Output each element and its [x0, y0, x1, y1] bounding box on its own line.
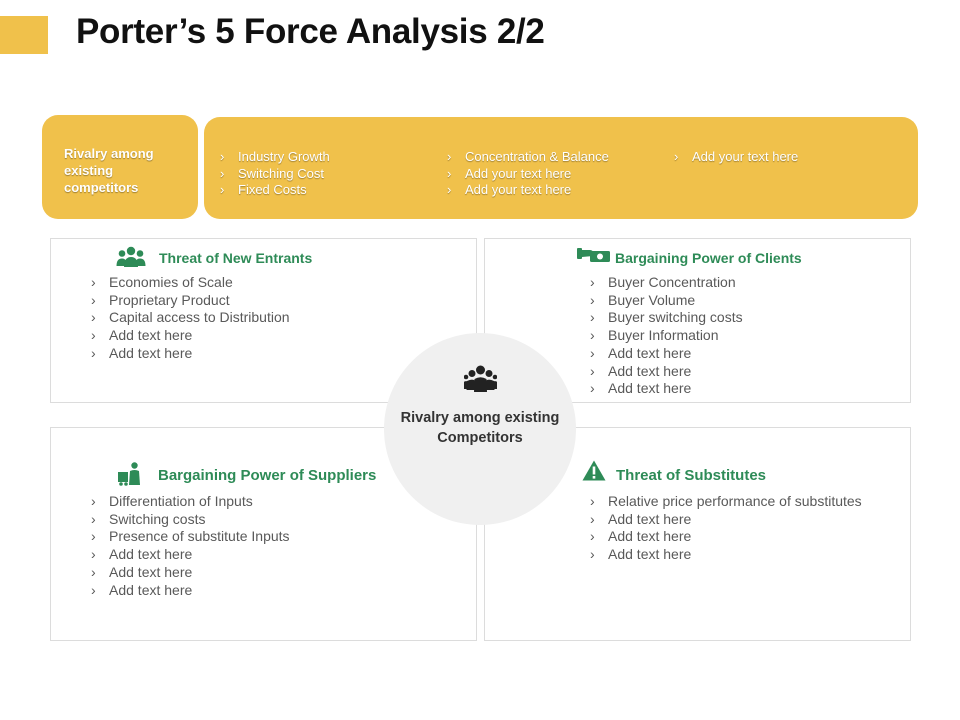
list-item: Add text here: [91, 546, 290, 564]
suppliers-list: Differentiation of Inputs Switching cost…: [91, 493, 290, 599]
new-entrants-panel: Threat of New Entrants Economies of Scal…: [50, 238, 477, 403]
rivalry-factor: Concentration & Balance: [447, 149, 609, 166]
rivalry-factor: Fixed Costs: [220, 182, 330, 199]
clients-title: Bargaining Power of Clients: [615, 250, 802, 266]
list-item: Buyer Concentration: [590, 274, 743, 292]
rivalry-factor: Add your text here: [674, 149, 798, 166]
list-item: Differentiation of Inputs: [91, 493, 290, 511]
rivalry-factors-column-1: Industry Growth Switching Cost Fixed Cos…: [220, 149, 330, 199]
warning-icon: [582, 460, 606, 481]
list-item: Presence of substitute Inputs: [91, 528, 290, 546]
title-accent-bar: [0, 16, 48, 54]
list-item: Relative price performance of substitute…: [590, 493, 862, 511]
list-item: Add text here: [590, 345, 743, 363]
center-rivalry-label: Rivalry among existing Competitors: [400, 410, 560, 446]
list-item: Add text here: [590, 511, 862, 529]
page-title: Porter’s 5 Force Analysis 2/2: [76, 12, 545, 51]
list-item: Add text here: [590, 363, 743, 381]
rivalry-tab: Rivalry among existing competitors: [42, 115, 198, 219]
list-item: Buyer Volume: [590, 292, 743, 310]
list-item: Add text here: [590, 528, 862, 546]
list-item: Economies of Scale: [91, 274, 290, 292]
list-item: Add text here: [590, 546, 862, 564]
rivalry-factor: Industry Growth: [220, 149, 330, 166]
rivalry-factor: Add your text here: [447, 166, 609, 183]
list-item: Proprietary Product: [91, 292, 290, 310]
new-entrants-title: Threat of New Entrants: [159, 250, 313, 266]
rivalry-factors-column-3: Add your text here: [674, 149, 798, 166]
substitutes-list: Relative price performance of substitute…: [590, 493, 862, 564]
center-rivalry-circle: Rivalry among existing Competitors: [384, 333, 576, 525]
list-item: Switching costs: [91, 511, 290, 529]
substitutes-title: Threat of Substitutes: [616, 467, 767, 484]
rivalry-factor: Switching Cost: [220, 166, 330, 183]
list-item: Buyer Information: [590, 327, 743, 345]
delivery-person-icon: [118, 462, 140, 486]
money-hand-icon: [577, 248, 610, 262]
list-item: Capital access to Distribution: [91, 309, 290, 327]
list-item: Add text here: [91, 345, 290, 363]
list-item: Add text here: [91, 564, 290, 582]
list-item: Add text here: [91, 327, 290, 345]
list-item: Buyer switching costs: [590, 309, 743, 327]
clients-list: Buyer Concentration Buyer Volume Buyer s…: [590, 274, 743, 398]
rivalry-factor: Add your text here: [447, 182, 609, 199]
rivalry-factors-column-2: Concentration & Balance Add your text he…: [447, 149, 609, 199]
suppliers-title: Bargaining Power of Suppliers: [158, 467, 377, 484]
new-entrants-list: Economies of Scale Proprietary Product C…: [91, 274, 290, 363]
rivalry-factors-bar: Industry Growth Switching Cost Fixed Cos…: [204, 117, 918, 219]
team-icon: [464, 365, 497, 392]
list-item: Add text here: [91, 582, 290, 600]
list-item: Add text here: [590, 380, 743, 398]
rivalry-tab-label: Rivalry among existing competitors: [64, 146, 154, 195]
group-icon: [116, 246, 146, 267]
